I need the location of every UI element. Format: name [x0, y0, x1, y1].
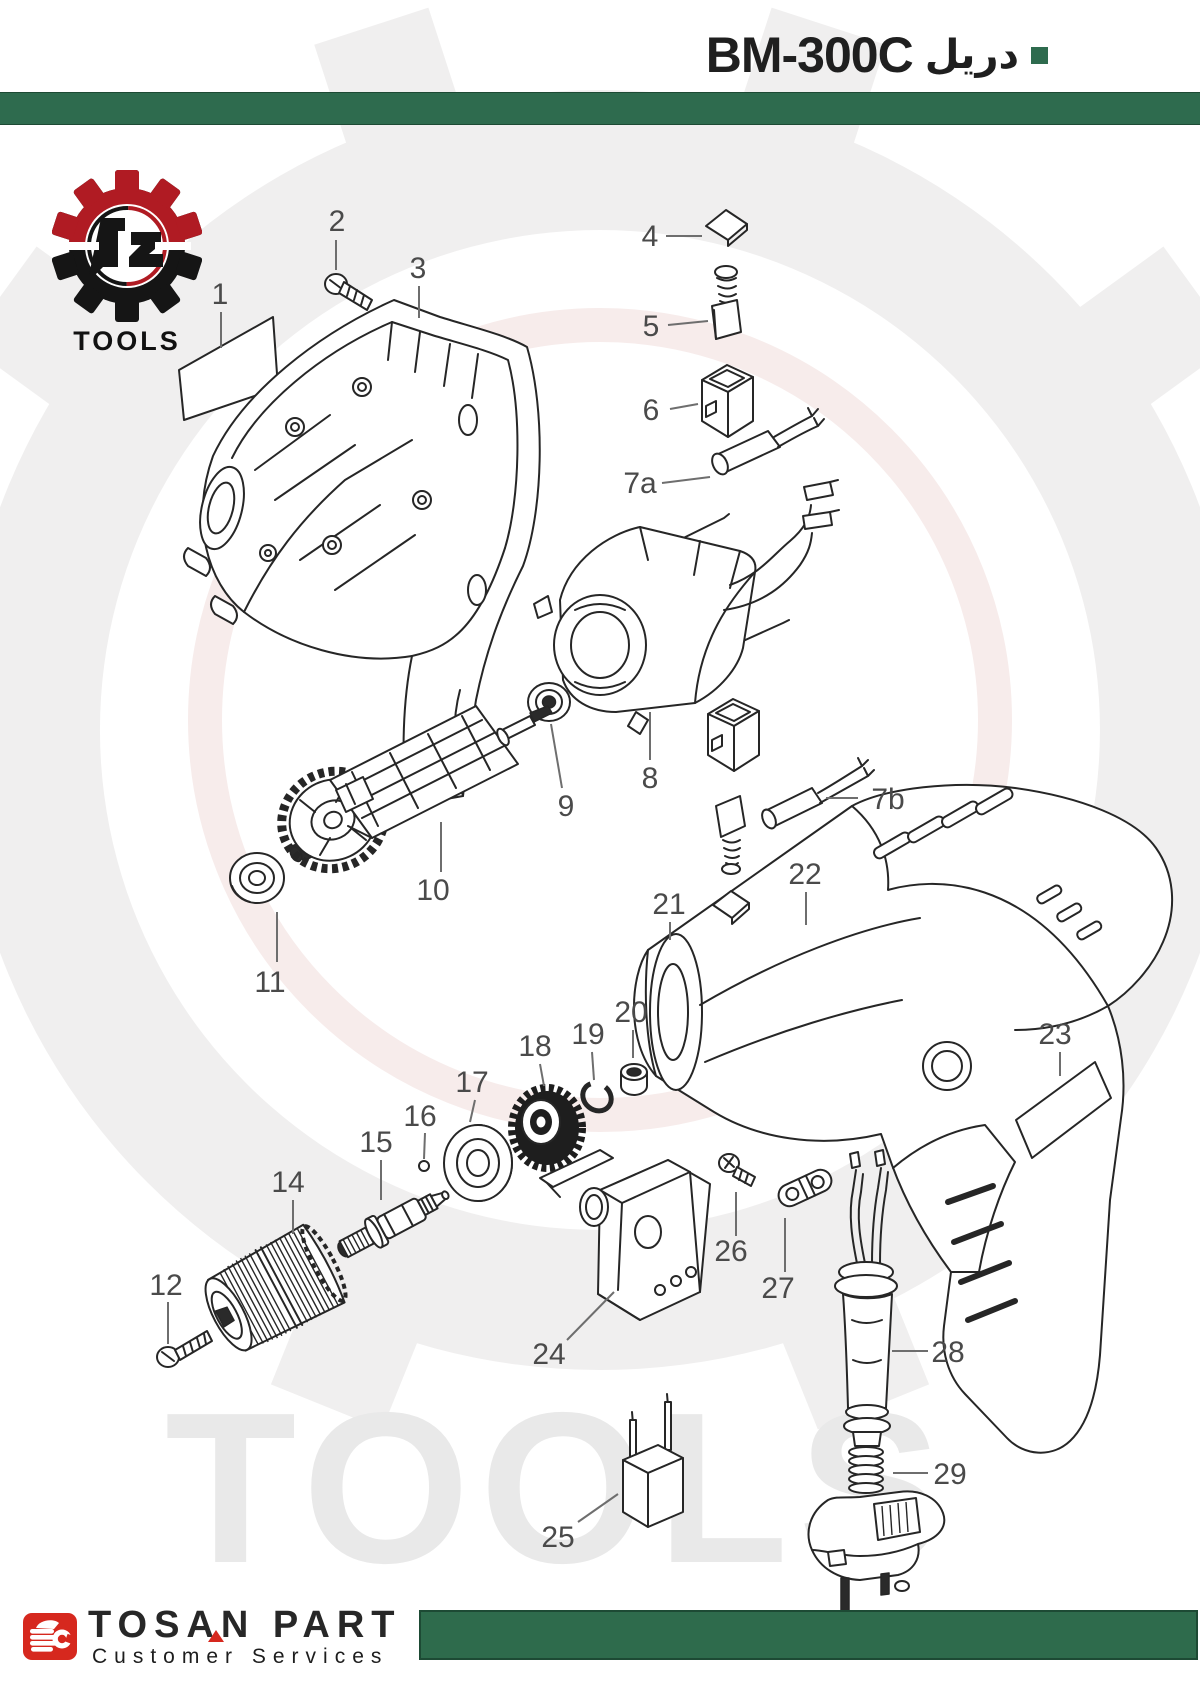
page-footer: TOSAN PART Customer Services: [0, 1596, 1200, 1694]
part-label-27: 27: [761, 1272, 794, 1305]
part-18-gear: [508, 1084, 586, 1172]
brush-holder-2: [707, 698, 760, 772]
part-28-cord: [834, 1149, 898, 1447]
part-label-4: 4: [642, 220, 659, 253]
part-label-10: 10: [416, 874, 449, 907]
part-label-23: 23: [1038, 1018, 1071, 1051]
footer-tagline: Customer Services: [92, 1645, 389, 1668]
watermark-gear: [0, 7, 1200, 1430]
part-label-2: 2: [329, 205, 346, 238]
part-label-29: 29: [933, 1458, 966, 1491]
part-label-8: 8: [642, 762, 659, 795]
part-labels: 1 2 3 4 5 6 7a 7b 8 9 10 11 12 14 15 16 …: [149, 205, 1071, 1554]
part-17-bearing: [443, 1124, 513, 1202]
part-label-16: 16: [403, 1100, 436, 1133]
part-6-brush-holder: [701, 364, 754, 438]
part-label-14: 14: [271, 1166, 304, 1199]
part-24-switch: [539, 1149, 711, 1321]
brand-logo: TOOLS: [51, 168, 203, 360]
part-label-5: 5: [643, 310, 660, 343]
part-label-15: 15: [359, 1126, 392, 1159]
part-2-screw: [324, 273, 373, 311]
part-label-22: 22: [788, 858, 821, 891]
brush-set-2: [712, 795, 750, 925]
part-label-7a: 7a: [623, 467, 657, 500]
part-label-24: 24: [532, 1338, 565, 1371]
footer-brand-triangle: [208, 1630, 224, 1642]
part-23-sticker: [1015, 1061, 1112, 1159]
part-11-bearing: [229, 852, 285, 904]
footer-green-bar: [419, 1610, 1198, 1660]
part-label-12: 12: [149, 1269, 182, 1302]
part-7a-lead-wire: [711, 407, 825, 476]
part-label-6: 6: [643, 394, 660, 427]
brand-logo-text: TOOLS: [73, 326, 181, 356]
part-label-28: 28: [931, 1336, 964, 1369]
part-label-20: 20: [614, 996, 647, 1029]
part-label-18: 18: [518, 1030, 551, 1063]
title-bullet-square: [1031, 46, 1048, 64]
part-label-21: 21: [652, 888, 685, 921]
part-22-housing-right: [633, 783, 1174, 1454]
part-label-1: 1: [212, 278, 229, 311]
page-header: BM-300C دريل: [706, 26, 1048, 84]
part-7b-lead-wire: [761, 757, 875, 830]
part-label-17: 17: [455, 1066, 488, 1099]
part-label-19: 19: [571, 1018, 604, 1051]
part-label-7b: 7b: [871, 783, 904, 816]
part-16-ball: [418, 1160, 430, 1172]
part-4-brush-cap: [705, 209, 748, 247]
part-3-housing-left: [183, 299, 541, 807]
part-label-25: 25: [541, 1521, 574, 1554]
watermark-text: TOOLS: [165, 1367, 952, 1608]
part-12-screw: [156, 1330, 213, 1368]
part-label-9: 9: [558, 790, 575, 823]
part-8-stator: [533, 479, 840, 735]
part-label-26: 26: [714, 1235, 747, 1268]
page-title-arabic: دريل: [924, 32, 1019, 78]
leader-lines: [167, 235, 1061, 1523]
hand-wrench-icon: [23, 1613, 77, 1660]
part-20-sleeve: [620, 1063, 648, 1096]
header-divider-bar: [0, 92, 1200, 125]
part-label-3: 3: [410, 252, 427, 285]
part-15-spindle: [337, 1190, 450, 1259]
part-26-screw: [718, 1153, 756, 1187]
part-5-carbon-brush: [711, 265, 742, 340]
part-14-chuck: [204, 1223, 348, 1352]
part-27-cord-clamp: [777, 1168, 833, 1208]
part-25-capacitor: [622, 1393, 684, 1528]
page-title-model: BM-300C: [705, 27, 914, 83]
part-19-circlip: [580, 1080, 614, 1114]
part-10-armature: [277, 705, 553, 874]
gear-logo-icon: [51, 170, 203, 322]
part-label-11: 11: [254, 966, 285, 999]
footer-brand: TOSAN PART: [88, 1604, 402, 1646]
